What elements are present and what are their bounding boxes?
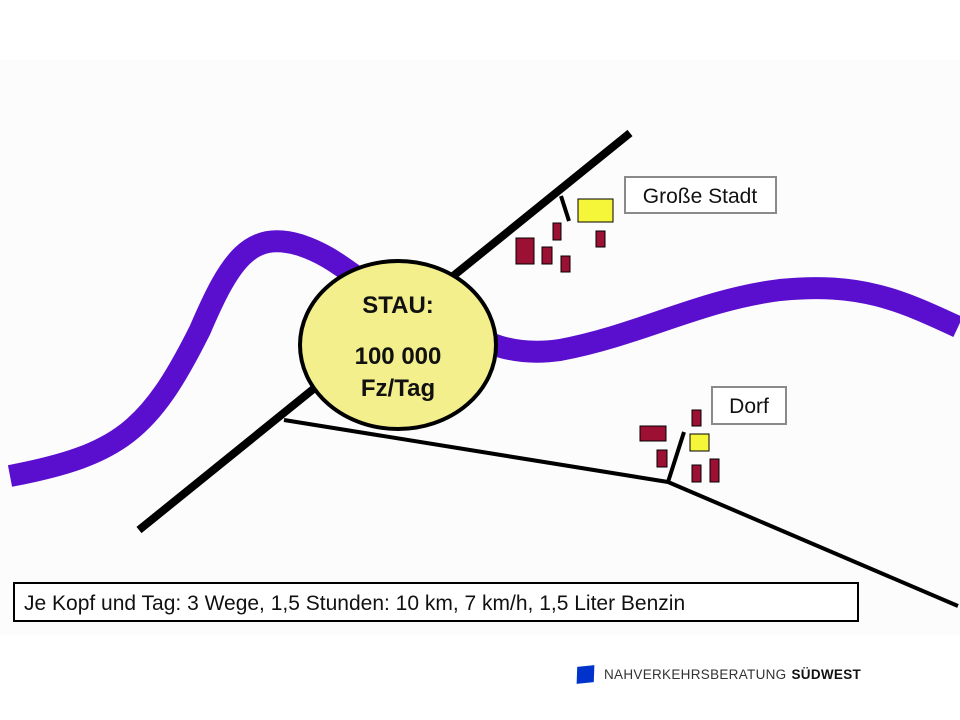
city-access-road xyxy=(559,195,571,222)
caption-text: Je Kopf und Tag: 3 Wege, 1,5 Stunden: 10… xyxy=(24,592,685,615)
city-houses xyxy=(515,198,614,273)
caption-box: Je Kopf und Tag: 3 Wege, 1,5 Stunden: 10… xyxy=(13,582,859,622)
blue-square-logo-icon xyxy=(576,664,595,684)
house-red xyxy=(656,449,668,468)
house-red xyxy=(541,246,553,265)
city-label-text: Große Stadt xyxy=(643,185,758,208)
house-red xyxy=(709,458,720,483)
stau-unit: Fz/Tag xyxy=(361,375,435,402)
house-red xyxy=(515,237,535,265)
village-access-road xyxy=(666,431,686,483)
house-red xyxy=(560,255,571,273)
village-label-text: Dorf xyxy=(729,395,769,418)
footer-brand-left: NAHVERKEHRSBERATUNG xyxy=(604,666,787,682)
house-red xyxy=(691,409,702,427)
house-red xyxy=(595,230,606,248)
village-houses xyxy=(639,409,720,483)
footer-brand-right: SÜDWEST xyxy=(791,666,862,682)
stau-bubble: STAU: 100 000 Fz/Tag xyxy=(298,259,498,431)
house-yellow-city xyxy=(577,198,614,223)
village-label: Dorf xyxy=(711,386,787,425)
footer-branding: NAHVERKEHRSBERATUNG SÜDWEST xyxy=(576,662,862,686)
house-yellow-village xyxy=(689,433,710,452)
stau-count: 100 000 xyxy=(355,343,442,370)
stau-title: STAU: xyxy=(362,292,434,319)
house-red xyxy=(639,425,667,442)
house-red xyxy=(691,464,702,483)
house-red xyxy=(552,222,562,241)
city-label: Große Stadt xyxy=(624,176,777,214)
